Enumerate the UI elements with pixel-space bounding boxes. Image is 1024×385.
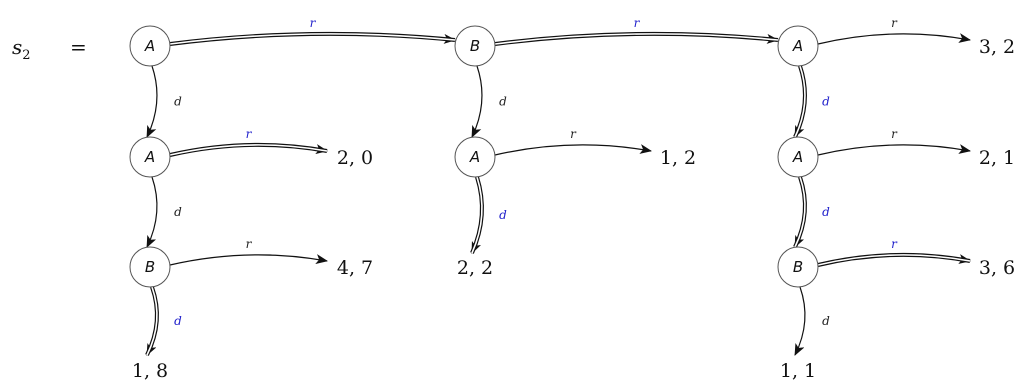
edge-label-r: r <box>310 16 317 30</box>
node-a: A <box>777 136 819 178</box>
edge-label-d: d <box>174 95 182 109</box>
node-a: A <box>129 25 171 67</box>
edge-label-d: d <box>822 314 830 328</box>
payoff-label: 1, 1 <box>780 360 816 382</box>
edge-label-r: r <box>891 16 898 30</box>
node-label: A <box>792 37 803 55</box>
edge-label-d: d <box>822 95 830 109</box>
edge-label-r: r <box>570 127 577 141</box>
edge-labels-layer: r r r d d d r r r d d d r r d d <box>174 16 898 328</box>
formula-symbol: s <box>12 35 22 59</box>
nodes-layer: A A B B A A A B <box>129 25 819 288</box>
payoff-label: 2, 1 <box>979 147 1015 169</box>
edge-n5-to-t6 <box>470 176 484 254</box>
edge-n7-to-n8 <box>793 176 807 248</box>
edge-n6-to-n7 <box>793 65 807 138</box>
formula-lhs: s2 <box>12 35 31 63</box>
node-b: B <box>454 25 496 67</box>
edge-label-d: d <box>822 205 830 219</box>
payoff-label: 1, 2 <box>660 147 696 169</box>
node-a: A <box>454 136 496 178</box>
node-b: B <box>777 246 819 288</box>
formula-subscript: 2 <box>22 48 30 63</box>
edge-n5-to-t3 <box>494 144 652 156</box>
edge-n1-to-n4 <box>169 31 456 46</box>
node-label: A <box>144 37 155 55</box>
edge-label-r: r <box>891 237 898 251</box>
edge-n6-to-t1 <box>817 33 971 45</box>
edge-n8-to-t7 <box>817 252 971 267</box>
edge-label-r: r <box>246 127 253 141</box>
edge-n2-to-n3 <box>146 176 158 248</box>
edge-n3-to-t5 <box>169 254 328 266</box>
edge-label-d: d <box>499 95 507 109</box>
edge-label-r: r <box>891 127 898 141</box>
edge-label-r: r <box>634 16 641 30</box>
edge-n4-to-n5 <box>471 65 483 138</box>
edge-n7-to-t4 <box>817 144 971 156</box>
edges-layer <box>145 31 971 356</box>
node-label: B <box>793 258 803 276</box>
node-b: B <box>129 246 171 288</box>
edge-n2-to-t2 <box>169 142 328 157</box>
node-label: A <box>144 148 155 166</box>
edge-label-r: r <box>246 237 253 251</box>
edge-n3-to-t8 <box>145 286 159 356</box>
formula-equals: = <box>70 35 87 59</box>
node-label: A <box>469 148 480 166</box>
payoff-label: 4, 7 <box>337 257 373 279</box>
node-label: B <box>145 258 155 276</box>
node-a: A <box>777 25 819 67</box>
edge-n1-to-n2 <box>146 65 158 138</box>
node-a: A <box>129 136 171 178</box>
edge-label-d: d <box>174 205 182 219</box>
node-label: B <box>470 37 480 55</box>
edge-n4-to-n6 <box>494 31 779 46</box>
node-label: A <box>792 148 803 166</box>
edge-label-d: d <box>174 314 182 328</box>
edge-n8-to-t9 <box>794 286 806 356</box>
edge-label-d: d <box>499 208 507 222</box>
payoff-label: 2, 2 <box>457 257 493 279</box>
payoff-label: 3, 2 <box>979 36 1015 58</box>
terminals-layer: 3, 2 2, 0 1, 2 2, 1 4, 7 2, 2 3, 6 1, 8 1, 1 <box>132 36 1015 382</box>
payoff-label: 2, 0 <box>337 147 373 169</box>
payoff-label: 3, 6 <box>979 257 1015 279</box>
payoff-label: 1, 8 <box>132 360 168 382</box>
